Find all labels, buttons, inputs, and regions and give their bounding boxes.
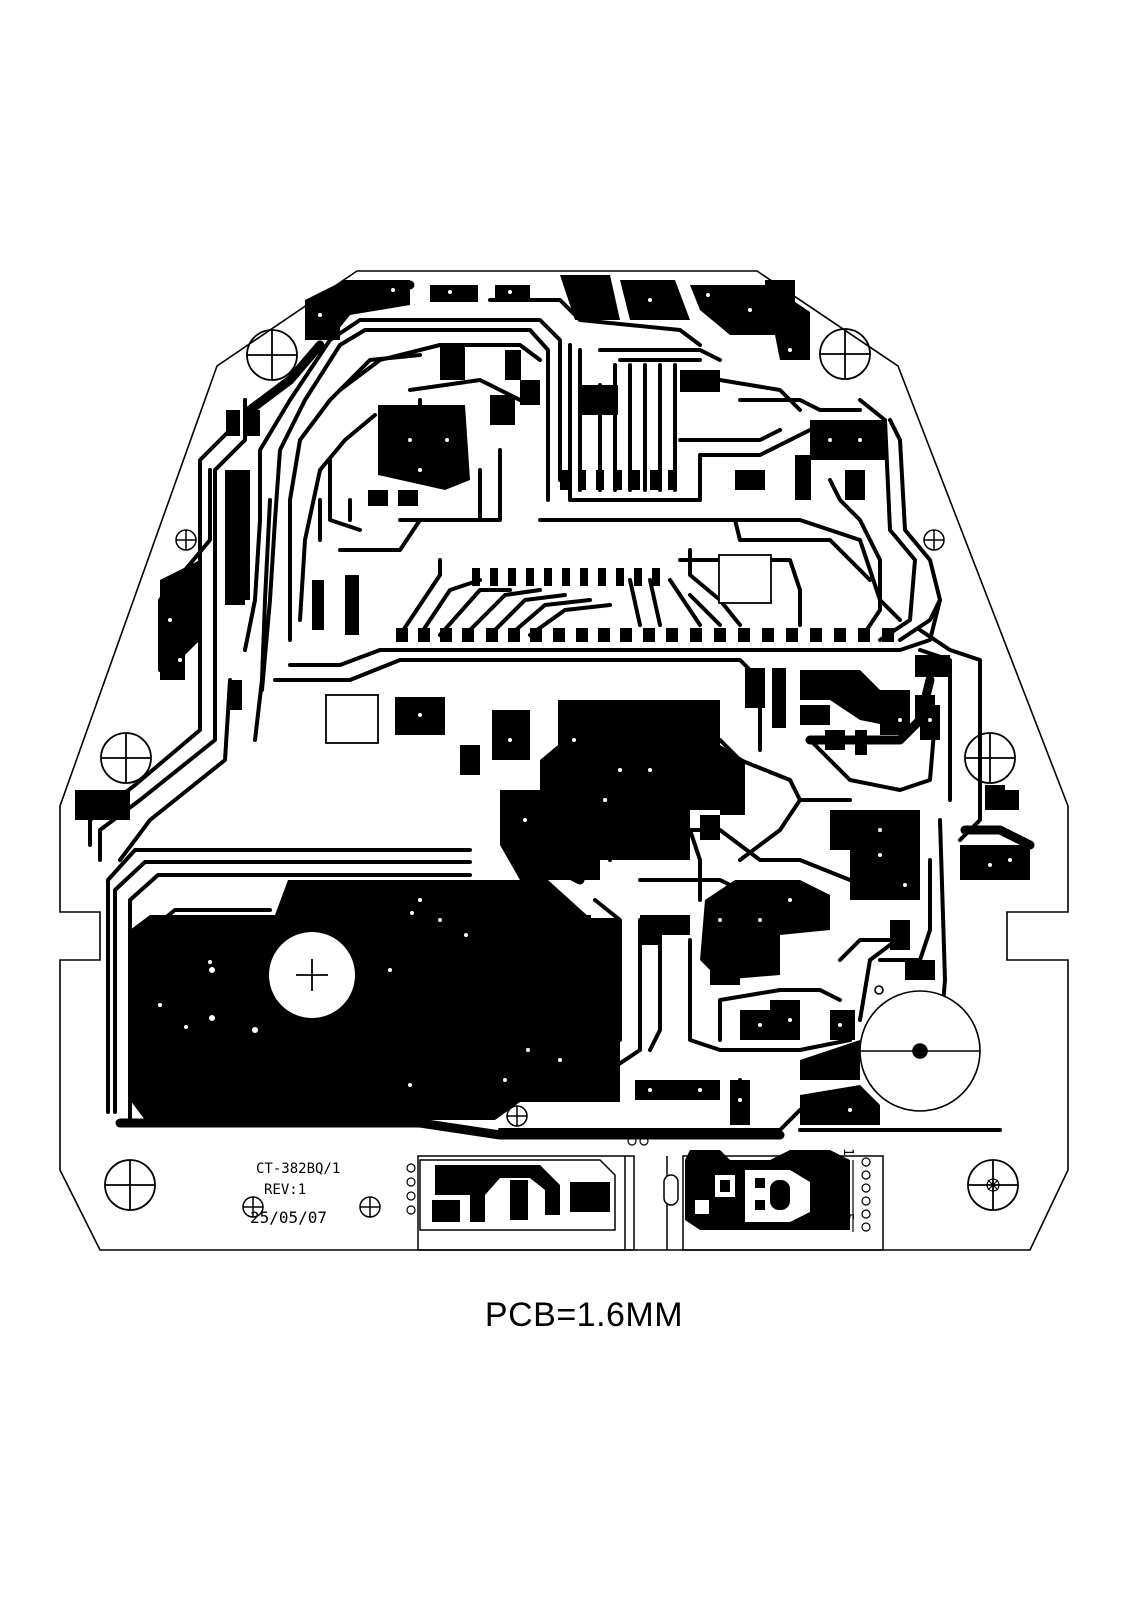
fiducial — [176, 530, 196, 550]
bottom-center-pour — [635, 1080, 720, 1100]
far-right-pour — [960, 845, 1030, 880]
ic-pads-row — [396, 628, 894, 642]
board-part-number: CT-382BQ/1 — [256, 1161, 340, 1177]
fiducial — [360, 1197, 380, 1217]
fiducial — [924, 530, 944, 550]
buzzer-symbol — [860, 986, 980, 1111]
pcb-thickness-label: PCB=1.6MM — [485, 1296, 683, 1334]
sub-board-right — [664, 1150, 870, 1232]
top-left-block — [560, 275, 620, 320]
battery-symbol — [268, 931, 356, 1019]
connector-pin-first-label: 1 — [840, 1148, 855, 1156]
connector-pins — [862, 1158, 870, 1231]
bottom-right-pour — [800, 1085, 880, 1125]
left-ic-pour — [378, 405, 470, 490]
left-inner-block — [225, 470, 250, 600]
board-revision: REV:1 — [264, 1182, 306, 1198]
top-block-small-1 — [430, 285, 478, 302]
board-date: 25/05/07 — [250, 1208, 327, 1227]
mid-pour-2 — [492, 710, 530, 760]
mounting-hole — [247, 330, 297, 380]
mounting-hole — [965, 733, 1015, 783]
pcb-thickness-caption: PCB=1.6MM — [0, 1296, 1132, 1335]
top-center-block — [620, 280, 690, 320]
sub-board-left — [407, 1137, 648, 1230]
mounting-hole — [820, 329, 870, 379]
connector-pin-last-label: 5 — [840, 1213, 855, 1221]
mounting-hole — [105, 1160, 155, 1210]
right-top-pour — [810, 420, 885, 460]
